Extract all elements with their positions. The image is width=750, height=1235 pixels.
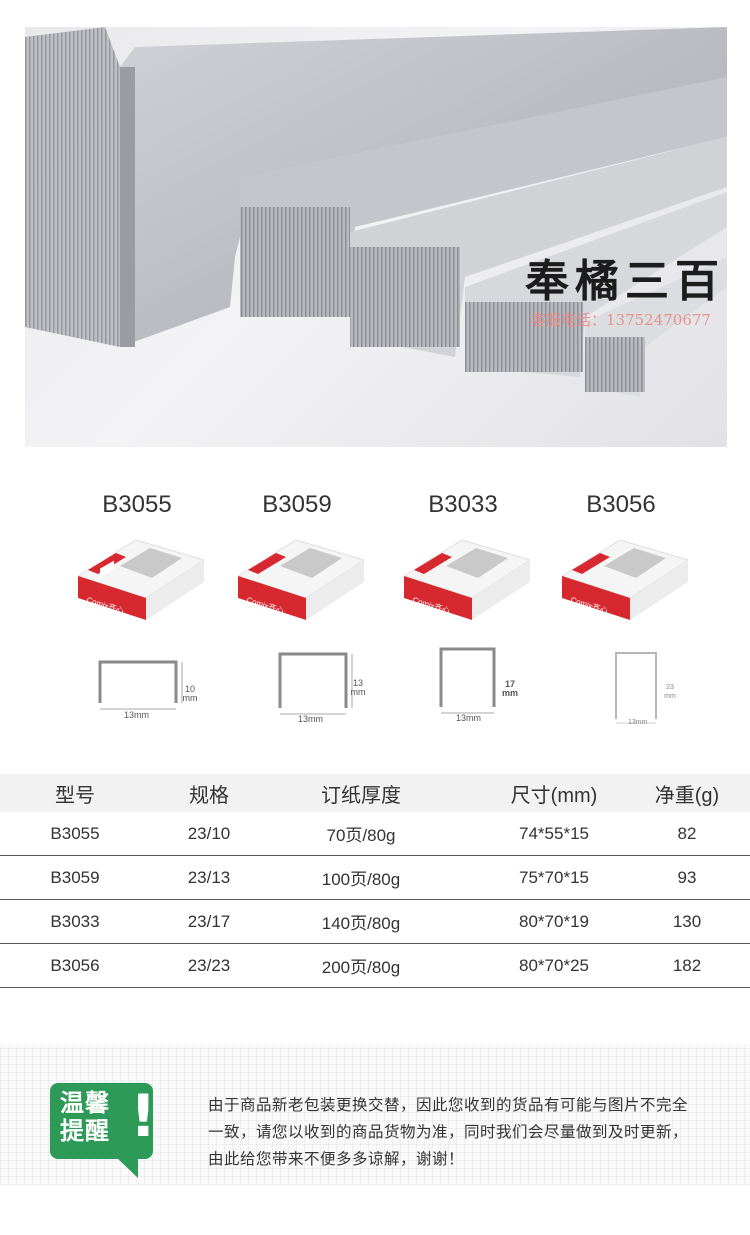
header-cell: 订纸厚度 — [321, 784, 401, 807]
table-cell: 140页/80g — [321, 914, 401, 933]
staple-dimension-diagram — [439, 647, 496, 714]
table-cell: 74*55*15 — [519, 823, 589, 843]
width-label: 13mm — [628, 719, 648, 726]
height-label: 10 mm — [182, 684, 198, 703]
table-cell: 93 — [677, 867, 697, 887]
staple-dimension-diagram — [278, 652, 353, 715]
shop-watermark: 奉橘三百 客服电话：13752470677 — [525, 255, 725, 330]
hero-photo: 奉橘三百 客服电话：13752470677 — [25, 27, 727, 447]
width-label: 13mm — [298, 714, 324, 724]
table-cell: 130 — [672, 911, 702, 931]
table-cell: 23/10 — [187, 823, 231, 843]
model-card: B3056 Comix齐心 13mm 23 mm — [536, 485, 706, 726]
table-cell: 200页/80g — [321, 958, 401, 977]
badge-label: 温馨 提醒 — [60, 1089, 110, 1145]
header-cell: 尺寸(mm) — [510, 784, 598, 807]
badge-line2: 提醒 — [60, 1117, 110, 1145]
staple-box-image: Comix齐心 — [76, 540, 204, 620]
table-cell: 23/17 — [187, 911, 231, 931]
table-cell: 70页/80g — [326, 826, 396, 845]
height-label: 13 mm — [350, 678, 366, 697]
notice-badge: 温馨 提醒 ! — [50, 1082, 157, 1178]
table-cell: B3033 — [50, 911, 100, 931]
table-row: B3033 23/17 140页/80g 80*70*19 130 — [0, 900, 750, 944]
spec-table: 型号 规格 订纸厚度 尺寸(mm) 净重(g) B3055 23/10 70页/… — [0, 774, 750, 988]
height-label: 23 mm — [664, 684, 676, 700]
model-name: B3055 — [102, 491, 172, 518]
table-row: B3056 23/23 200页/80g 80*70*25 182 — [0, 944, 750, 988]
model-card: B3059 Comix齐心 13mm 13 mm — [212, 485, 382, 724]
model-name: B3059 — [262, 491, 332, 518]
table-row: B3059 23/13 100页/80g 75*70*15 93 — [0, 856, 750, 900]
watermark-phone: 客服电话：13752470677 — [531, 311, 711, 329]
table-cell: 100页/80g — [321, 870, 401, 889]
table-cell: 82 — [677, 823, 697, 843]
badge-line1: 温馨 — [60, 1089, 110, 1117]
table-cell: 80*70*25 — [519, 955, 589, 975]
staple-dimension-diagram — [98, 660, 183, 710]
table-cell: 182 — [672, 955, 702, 975]
header-cell: 净重(g) — [654, 784, 720, 807]
model-card: B3055 Comix齐心 13mm 10 mm — [52, 485, 222, 720]
table-cell: 23/23 — [187, 955, 231, 975]
staple-box-image: Comix齐心 — [402, 540, 530, 620]
header-cell: 规格 — [189, 784, 229, 807]
width-label: 13mm — [456, 713, 482, 723]
speech-bubble-icon — [50, 1083, 153, 1178]
model-showcase: B3055 Comix齐心 13mm 10 mm B3059 Comix齐心 — [0, 485, 750, 735]
width-label: 13mm — [124, 710, 150, 720]
notice-section: 温馨 提醒 ! 由于商品新老包装更换交替，因此您收到的货品有可能与图片不完全一致… — [0, 1045, 750, 1185]
model-card: B3033 Comix齐心 13mm 17 mm — [378, 485, 548, 723]
table-header: 型号 规格 订纸厚度 尺寸(mm) 净重(g) — [0, 774, 750, 812]
table-row: B3055 23/10 70页/80g 74*55*15 82 — [0, 812, 750, 856]
model-name: B3033 — [428, 491, 498, 518]
staple-box-image: Comix齐心 — [236, 540, 364, 620]
table-cell: B3059 — [50, 867, 100, 887]
table-cell: 80*70*19 — [519, 911, 589, 931]
staples-illustration — [25, 27, 727, 397]
table-cell: B3055 — [50, 823, 100, 843]
table-cell: 23/13 — [187, 867, 231, 887]
staple-dimension-diagram — [615, 652, 657, 724]
staple-box-image: Comix齐心 — [560, 540, 688, 620]
table-cell: B3056 — [50, 955, 100, 975]
watermark-title: 奉橘三百 — [525, 256, 725, 307]
table-cell: 75*70*15 — [519, 867, 589, 887]
height-label: 17 mm — [501, 679, 518, 698]
header-cell: 型号 — [55, 784, 95, 807]
exclamation-icon: ! — [130, 1082, 157, 1150]
notice-text: 由于商品新老包装更换交替，因此您收到的货品有可能与图片不完全一致，请您以收到的商… — [208, 1096, 689, 1168]
model-name: B3056 — [586, 491, 656, 518]
